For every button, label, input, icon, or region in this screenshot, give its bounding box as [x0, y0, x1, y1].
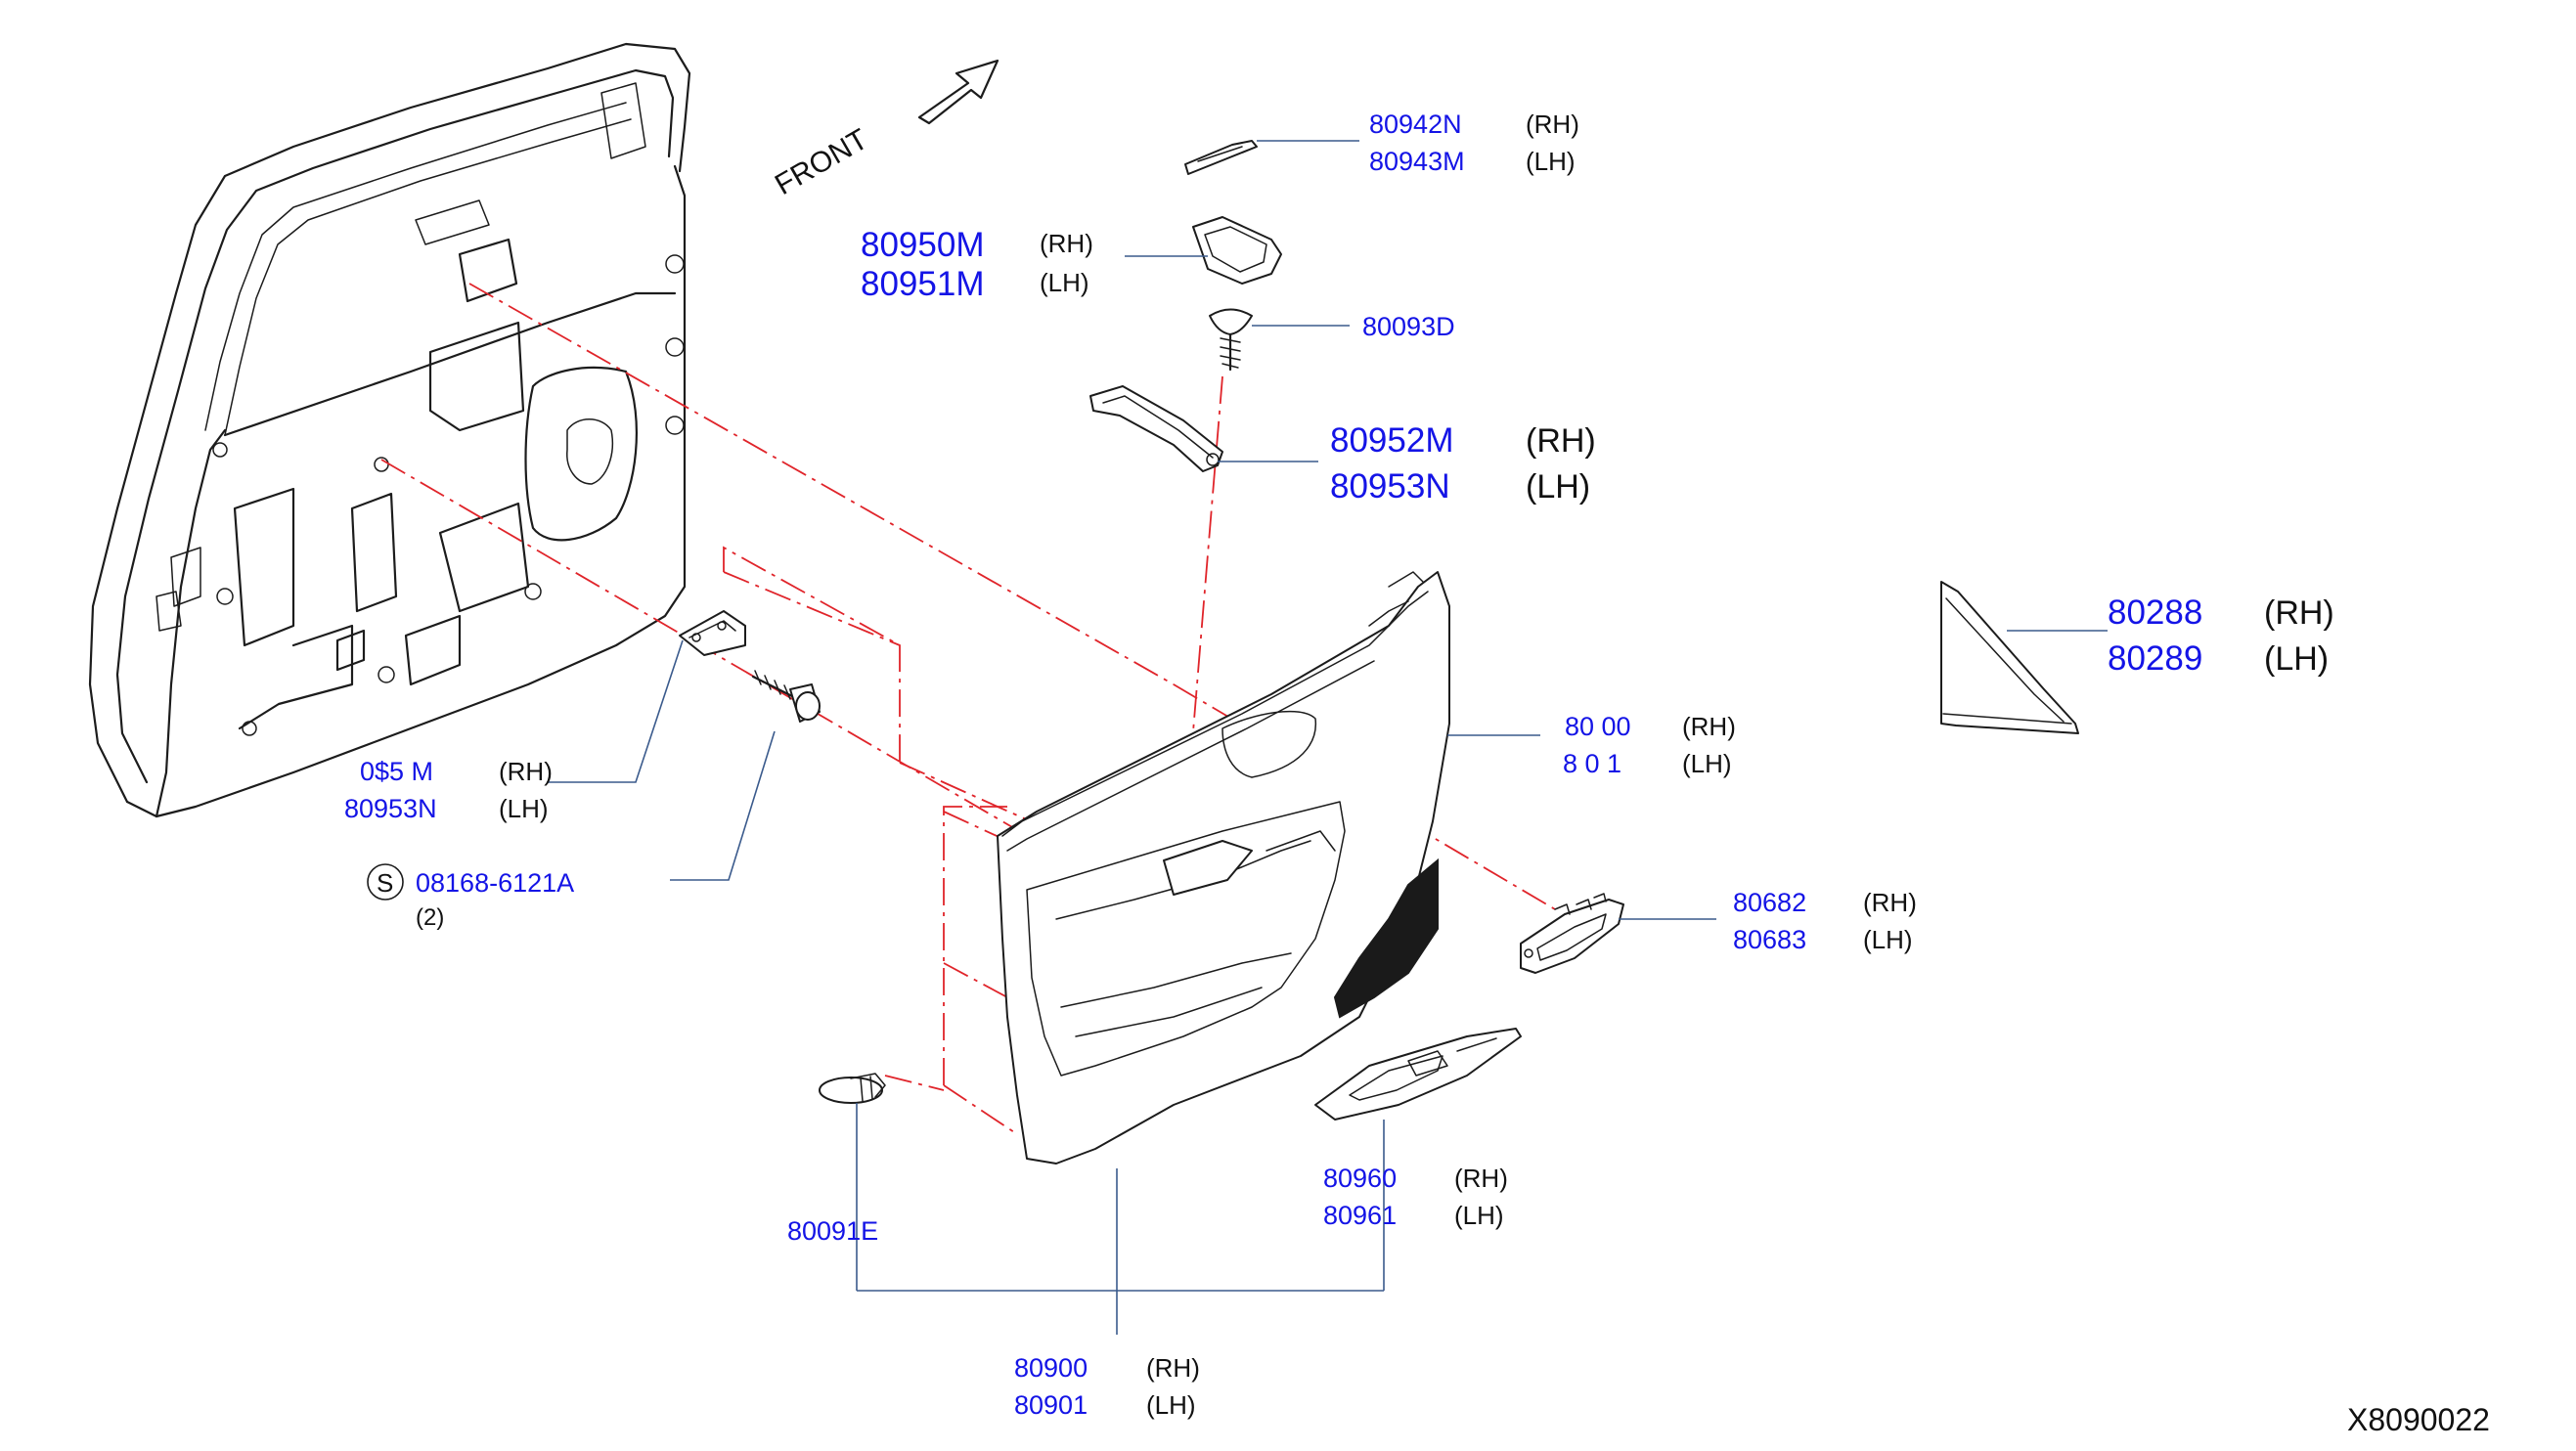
bolt-symbol: S [377, 868, 393, 898]
s-symbol-icon [367, 863, 404, 901]
pull-cup-pn-lh: 80951M [861, 265, 984, 303]
bolt-part [751, 670, 821, 723]
corner-cover-part [1940, 581, 2079, 734]
pull-cup-part [1192, 216, 1282, 285]
bracket-pn-lh: 80953N [1330, 467, 1450, 506]
escutcheon-side-rh: (RH) [1863, 888, 1917, 917]
bracket-pn-rh: 80952M [1330, 421, 1453, 460]
front-label: FRONT [770, 123, 873, 201]
leader-tree [856, 1103, 1384, 1335]
handle-cover-pn-rh: 80942N [1369, 110, 1462, 139]
escutcheon-side-lh: (LH) [1863, 925, 1913, 954]
insert-pn-lh: 8 0 1 [1563, 749, 1621, 778]
clip-pn: 80091E [787, 1216, 878, 1246]
bolt-qty: (2) [416, 904, 444, 931]
door-inner-panel [88, 42, 691, 818]
clip-bracket-side-lh: (LH) [499, 794, 549, 823]
switch-finisher-pn-lh: 80961 [1323, 1201, 1397, 1230]
handle-cover-side-rh: (RH) [1526, 110, 1579, 139]
escutcheon-part [1520, 893, 1624, 974]
corner-cover-pn-lh: 80289 [2108, 639, 2202, 678]
corner-cover-side-rh: (RH) [2264, 594, 2334, 632]
door-trim-pn-lh: 80901 [1014, 1390, 1088, 1420]
insert-pn-rh: 80 00 [1565, 712, 1631, 741]
pull-cup-side-lh: (LH) [1040, 268, 1089, 297]
front-arrow-icon [917, 59, 999, 125]
pull-cup-pn-rh: 80950M [861, 226, 984, 264]
screw-part [1209, 308, 1253, 372]
switch-finisher-side-rh: (RH) [1454, 1164, 1508, 1193]
clip-part [819, 1073, 886, 1104]
clip-bracket-side-rh: (RH) [499, 757, 553, 786]
switch-finisher-side-lh: (LH) [1454, 1201, 1504, 1230]
door-trim-panel-part [997, 571, 1450, 1165]
switch-finisher-pn-rh: 80960 [1323, 1164, 1397, 1193]
insert-side-lh: (LH) [1682, 749, 1732, 778]
handle-cover-part [1184, 140, 1258, 175]
screw-pn: 80093D [1362, 312, 1455, 341]
bracket-part [1089, 385, 1223, 472]
insert-side-rh: (RH) [1682, 712, 1736, 741]
escutcheon-pn-rh: 80682 [1733, 888, 1806, 917]
bracket-side-rh: (RH) [1526, 422, 1596, 460]
handle-cover-side-lh: (LH) [1526, 147, 1576, 176]
clip-bracket-pn-rh: 0$5 M [360, 757, 433, 786]
escutcheon-pn-lh: 80683 [1733, 925, 1806, 954]
switch-finisher-part [1314, 1028, 1522, 1121]
corner-cover-side-lh: (LH) [2264, 640, 2329, 678]
clip-bracket-pn-lh: 80953N [344, 794, 437, 823]
door-trim-pn-rh: 80900 [1014, 1353, 1088, 1383]
door-trim-side-lh: (LH) [1146, 1390, 1196, 1420]
pull-cup-side-rh: (RH) [1040, 229, 1093, 258]
handle-cover-pn-lh: 80943M [1369, 147, 1465, 176]
door-trim-side-rh: (RH) [1146, 1353, 1200, 1383]
clip-bracket-part [679, 610, 746, 656]
bolt-pn: 08168-6121A [416, 868, 574, 898]
corner-cover-pn-rh: 80288 [2108, 594, 2202, 632]
bracket-side-lh: (LH) [1526, 468, 1590, 506]
drawing-code: X8090022 [2347, 1402, 2490, 1437]
